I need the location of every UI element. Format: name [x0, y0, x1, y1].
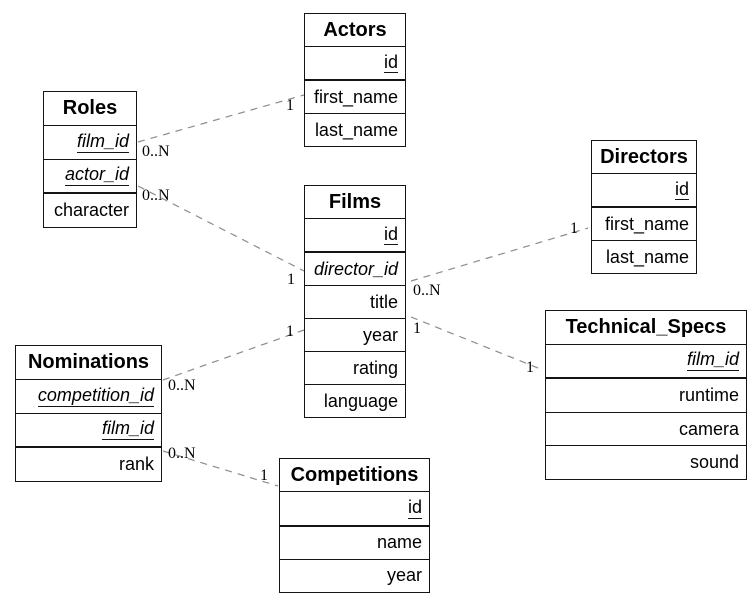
field-name: name	[376, 532, 422, 553]
field-character: character	[53, 200, 129, 221]
table-title: Actors	[305, 14, 405, 47]
entity-table-nominations: Nominations competition_id film_id rank	[15, 345, 162, 482]
cardinality-label: 1	[570, 220, 578, 237]
table-row: last_name	[305, 114, 405, 146]
cardinality-label: 0..N	[168, 377, 196, 394]
cardinality-label: 1	[286, 323, 294, 340]
relationship-line-films-directors	[410, 227, 589, 282]
relationship-line-roles-films	[137, 185, 305, 272]
cardinality-label: 0..N	[142, 143, 170, 160]
cardinality-label: 0..N	[142, 187, 170, 204]
field-director-id: director_id	[313, 258, 398, 279]
table-row: year	[305, 319, 405, 352]
entity-table-actors: Actors id first_name last_name	[304, 13, 406, 147]
entity-table-technical-specs: Technical_Specs film_id runtime camera s…	[545, 310, 747, 480]
table-row: year	[280, 560, 429, 592]
table-title: Nominations	[16, 346, 161, 380]
relationship-line-nominations-films	[162, 329, 305, 381]
field-camera: camera	[678, 418, 739, 439]
field-first-name: first_name	[604, 213, 689, 234]
table-row: competition_id	[16, 380, 161, 414]
table-row: rank	[16, 447, 161, 481]
table-row: character	[44, 193, 136, 227]
table-row: id	[592, 174, 696, 207]
entity-table-directors: Directors id first_name last_name	[591, 140, 697, 274]
table-title: Directors	[592, 141, 696, 174]
table-row: film_id	[44, 126, 136, 160]
table-row: name	[280, 525, 429, 560]
field-first-name: first_name	[313, 86, 398, 107]
table-row: title	[305, 286, 405, 319]
table-row: last_name	[592, 241, 696, 273]
table-row: first_name	[592, 207, 696, 241]
table-title: Technical_Specs	[546, 311, 746, 345]
entity-table-roles: Roles film_id actor_id character	[43, 91, 137, 228]
table-row: language	[305, 385, 405, 417]
table-row: film_id	[16, 414, 161, 448]
field-runtime: runtime	[678, 385, 739, 406]
field-last-name: last_name	[314, 119, 398, 140]
relationship-line-roles-actors	[137, 94, 305, 143]
field-film-id: film_id	[686, 349, 739, 372]
field-id: id	[383, 223, 398, 246]
cardinality-label: 0..N	[413, 282, 441, 299]
table-title: Roles	[44, 92, 136, 126]
table-title: Competitions	[280, 459, 429, 493]
cardinality-label: 1	[413, 320, 421, 337]
table-row: sound	[546, 446, 746, 479]
table-row: id	[305, 219, 405, 252]
field-year: year	[362, 324, 398, 345]
field-title: title	[369, 291, 398, 312]
table-row: film_id	[546, 345, 746, 379]
entity-table-films: Films id director_id title year rating l…	[304, 185, 406, 418]
table-row: director_id	[305, 252, 405, 286]
field-id: id	[407, 496, 422, 519]
table-row: id	[280, 492, 429, 526]
table-row: actor_id	[44, 160, 136, 194]
field-actor-id: actor_id	[64, 164, 129, 187]
field-competition-id: competition_id	[37, 384, 154, 407]
field-sound: sound	[689, 452, 739, 473]
cardinality-label: 1	[287, 271, 295, 288]
field-film-id: film_id	[76, 130, 129, 153]
field-id: id	[674, 178, 689, 201]
cardinality-label: 1	[260, 467, 268, 484]
table-row: rating	[305, 352, 405, 385]
field-language: language	[323, 390, 398, 411]
field-rank: rank	[118, 454, 154, 475]
field-rating: rating	[352, 357, 398, 378]
cardinality-label: 1	[286, 97, 294, 114]
table-row: id	[305, 47, 405, 80]
table-row: runtime	[546, 378, 746, 413]
field-id: id	[383, 51, 398, 74]
cardinality-label: 0..N	[168, 445, 196, 462]
relationship-line-films-technical-specs	[410, 316, 544, 371]
cardinality-label: 1	[526, 359, 534, 376]
field-year: year	[386, 565, 422, 586]
field-film-id: film_id	[101, 418, 154, 441]
table-title: Films	[305, 186, 405, 219]
table-row: first_name	[305, 80, 405, 114]
table-row: camera	[546, 413, 746, 447]
entity-table-competitions: Competitions id name year	[279, 458, 430, 593]
field-last-name: last_name	[605, 246, 689, 267]
